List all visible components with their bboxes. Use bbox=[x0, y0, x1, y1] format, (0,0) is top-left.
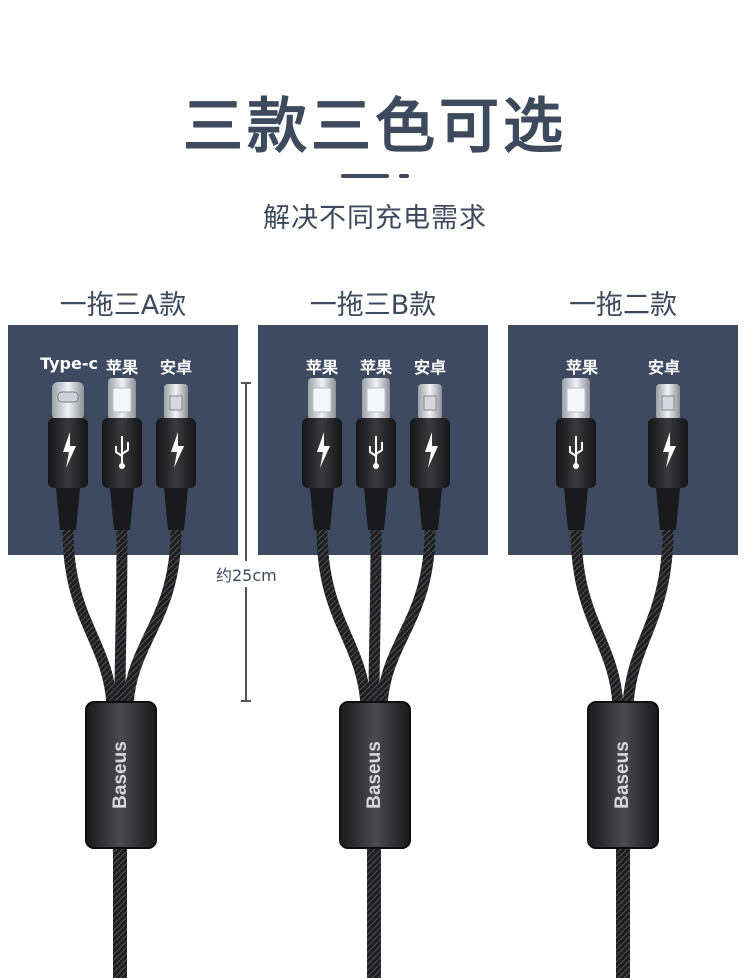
variant-c-panel bbox=[508, 325, 738, 555]
port-label-a-typec: Type-c bbox=[40, 354, 98, 373]
port-label-b-apple-1: 苹果 bbox=[305, 358, 338, 377]
brand-logo-a: Baseus bbox=[110, 741, 131, 809]
measure-line bbox=[245, 382, 247, 702]
variant-c-cable: Baseus bbox=[556, 378, 688, 978]
port-label-c-apple: 苹果 bbox=[565, 358, 598, 377]
brand-logo-c: Baseus bbox=[612, 741, 633, 809]
port-label-a-apple: 苹果 bbox=[105, 358, 138, 377]
measure-bottom-tick bbox=[241, 700, 251, 702]
variant-b-label: 一拖三B款 bbox=[309, 290, 437, 321]
port-label-b-apple-2: 苹果 bbox=[359, 358, 392, 377]
page-title: 三款三色可选 bbox=[183, 92, 567, 162]
port-label-c-android: 安卓 bbox=[647, 358, 680, 377]
title-underline-dot bbox=[399, 174, 409, 178]
variant-b-cable: Baseus bbox=[302, 378, 450, 978]
title-underline bbox=[341, 174, 389, 178]
measure-label: 约25cm bbox=[216, 561, 277, 587]
port-label-b-android: 安卓 bbox=[413, 358, 446, 377]
brand-logo-b: Baseus bbox=[364, 741, 385, 809]
port-label-a-android: 安卓 bbox=[159, 358, 192, 377]
variant-a-label: 一拖三A款 bbox=[59, 290, 187, 321]
variant-a-cable: Baseus bbox=[48, 378, 196, 978]
variant-c-label: 一拖二款 bbox=[569, 290, 677, 321]
page-subtitle: 解决不同充电需求 bbox=[263, 203, 487, 234]
